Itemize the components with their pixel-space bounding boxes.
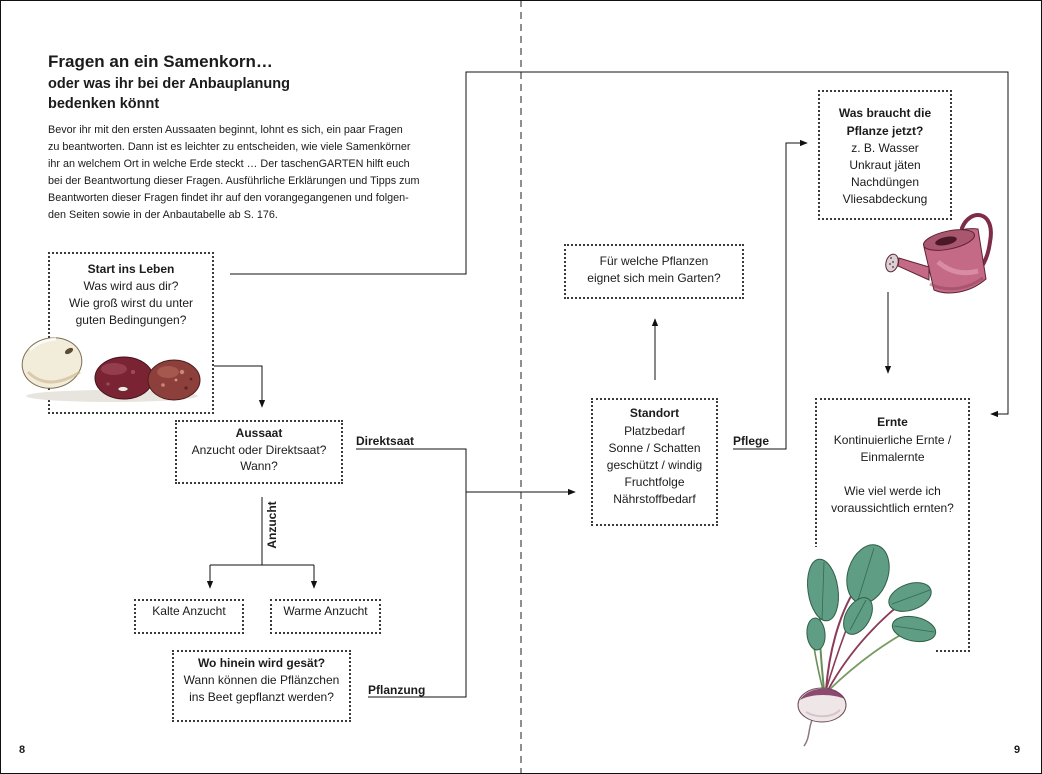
pflanzort-box-line: ins Beet gepflanzt werden? <box>189 689 334 704</box>
intro-line: den Seiten sowie in der Anbautabelle ab … <box>48 209 278 221</box>
start-box-line: Wie groß wirst du unter <box>68 296 194 310</box>
connector-pflege-to-bedarf <box>733 139 808 450</box>
ernte-box-line: Einmalernte <box>860 449 925 464</box>
bedarf-box-line: Unkraut jäten <box>849 158 921 172</box>
page-subtitle: oder was ihr bei der Anbauplanung bedenk… <box>48 74 290 114</box>
ernte-box-title: Ernte <box>877 415 908 430</box>
beet-leaf <box>843 597 873 635</box>
intro-line: bei der Beantwortung dieser Fragen. Ausf… <box>48 175 420 187</box>
edge-label-pflege: Pflege <box>733 434 770 448</box>
ernte-box: Ernte Kontinuierliche Ernte / Einmalernt… <box>815 398 970 652</box>
page-title: Fragen an ein Samenkorn… <box>48 52 273 71</box>
beet-leaf <box>806 617 826 651</box>
garten-box-line: eignet sich mein Garten? <box>587 270 721 285</box>
start-box: Start ins Leben Was wird aus dir? Wie gr… <box>48 252 214 414</box>
bedarf-box-title: Was braucht die <box>838 106 932 121</box>
pflanzort-box-title: Wo hinein wird gesät? <box>197 655 326 670</box>
subtitle-line: bedenken könnt <box>48 96 160 112</box>
bedarf-box-line: Vliesabdeckung <box>842 192 928 207</box>
connector-start-to-aussaat <box>214 365 266 408</box>
aussaat-box: Aussaat Anzucht oder Direktsaat? Wann? <box>175 420 343 484</box>
edge-label-direktsaat: Direktsaat <box>356 434 415 448</box>
start-box-title: Start ins Leben <box>87 262 175 276</box>
intro-paragraph: Bevor ihr mit den ersten Aussaaten begin… <box>48 122 420 224</box>
intro-line: Bevor ihr mit den ersten Aussaaten begin… <box>48 124 403 136</box>
start-box-line: guten Bedingungen? <box>75 313 187 327</box>
standort-box-line: Fruchtfolge <box>624 475 685 490</box>
edge-label-pflanzung: Pflanzung <box>368 683 426 697</box>
pflanzenbedarf-box: Was braucht die Pflanze jetzt? z. B. Was… <box>818 90 952 220</box>
bedarf-box-line: z. B. Wasser <box>851 140 919 155</box>
bedarf-box-line: Nachdüngen <box>850 175 920 190</box>
start-box-line: Was wird aus dir? <box>83 279 179 293</box>
purple-bean-seed <box>94 356 154 400</box>
speckled-bean-seed <box>147 359 201 401</box>
white-bean-seed <box>21 337 83 389</box>
garten-question-box: Für welche Pflanzen eignet sich mein Gar… <box>564 244 744 299</box>
beetroot-illustration <box>797 544 937 747</box>
warme-anzucht-label: Warme Anzucht <box>283 604 368 618</box>
aussaat-box-line: Wann? <box>240 459 278 473</box>
aussaat-box-line: Anzucht oder Direktsaat? <box>191 442 327 457</box>
warme-anzucht-box: Warme Anzucht <box>270 599 381 634</box>
intro-line: zu beantworten. Dann ist es leichter zu … <box>48 141 411 153</box>
seeds-illustration <box>21 337 201 402</box>
aussaat-box-title: Aussaat <box>235 426 283 440</box>
kalte-anzucht-label: Kalte Anzucht <box>152 604 226 618</box>
page-number-right: 9 <box>1014 744 1021 756</box>
standort-box: Standort Platzbedarf Sonne / Schatten ge… <box>591 398 718 526</box>
standort-box-line: geschützt / windig <box>606 458 703 472</box>
standort-box-title: Standort <box>629 406 680 421</box>
ernte-box-line: Kontinuierliche Ernte / <box>833 432 952 447</box>
subtitle-line: oder was ihr bei der Anbauplanung <box>48 76 290 92</box>
bedarf-box-title: Pflanze jetzt? <box>846 123 924 138</box>
watering-can-illustration <box>885 213 993 294</box>
pflanzort-box: Wo hinein wird gesät? Wann können die Pf… <box>172 650 351 722</box>
connector-direktsaat-pflanzung <box>356 448 467 698</box>
page-number-left: 8 <box>19 744 26 756</box>
standort-box-line: Nährstoffbedarf <box>613 492 696 507</box>
pflanzort-box-line: Wann können die Pflänzchen <box>183 672 340 687</box>
ernte-box-question: Wie viel werde ich <box>844 484 941 499</box>
connector-start-to-ernte <box>230 71 1009 418</box>
kalte-anzucht-box: Kalte Anzucht <box>134 599 244 634</box>
ernte-box-question: voraussichtlich ernten? <box>831 501 954 516</box>
standort-box-line: Platzbedarf <box>624 423 685 438</box>
standort-box-line: Sonne / Schatten <box>608 440 701 455</box>
garten-box-line: Für welche Pflanzen <box>599 253 709 268</box>
intro-line: Beantworten dieser Fragen findet ihr auf… <box>48 192 409 204</box>
intro-line: ihr an welchem Ort in welche Erde steckt… <box>48 158 410 170</box>
